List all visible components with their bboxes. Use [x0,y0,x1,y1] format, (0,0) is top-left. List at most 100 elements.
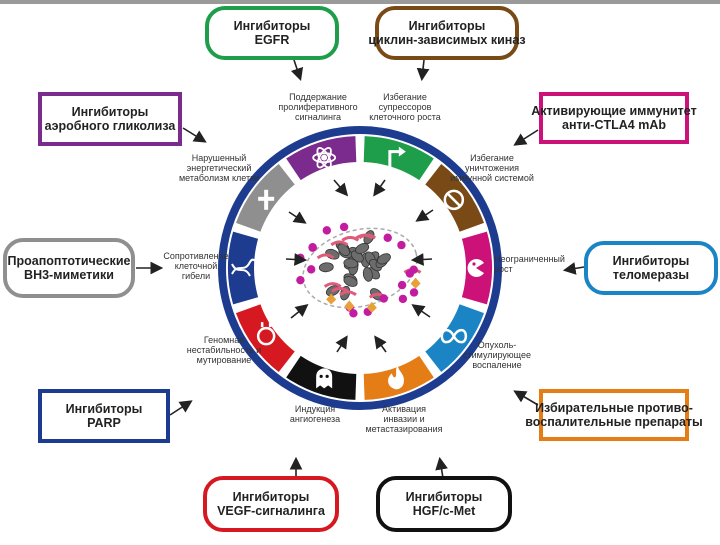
stroma-fiber [339,290,357,297]
box-frame [205,6,339,60]
tumor-cell [343,258,359,269]
fibroblast [344,300,355,312]
flame-icon [388,366,404,390]
fibroblast [366,301,377,313]
box-frame [375,6,519,60]
box-antiinflam: Избирательные противо-воспалительные пре… [525,389,703,441]
inner-arrow [288,211,307,224]
outer-ring [218,126,502,410]
fibroblast [326,293,337,305]
pointer-arrow [513,129,539,146]
box-text: Избирательные противо-воспалительные пре… [525,401,702,429]
immune-cell [409,288,419,297]
immune-cell [322,226,332,235]
inner-arrow [410,253,433,266]
stroma-fiber [323,282,342,288]
pointer-arrow [182,127,207,143]
top-strip [0,0,720,4]
stroma-fiber [341,235,360,242]
stroma-fiber [330,240,349,247]
atom-icon [312,146,337,169]
immune-cell [398,294,408,304]
immune-cell [405,269,415,278]
immune-cell [397,240,406,250]
pacman-icon [467,259,484,277]
pointer-arrow [562,262,585,275]
inner-arrow [285,253,308,266]
arrow-icon [388,146,406,168]
immune-cell [397,280,407,290]
inner-arrow [415,209,434,222]
box-frame [38,92,182,146]
ghost-icon [316,368,333,389]
inner-arrow [374,335,387,353]
pointer-arrow [290,59,304,82]
tumor-cell [362,267,373,282]
pointer-arrow [416,59,430,82]
pointer-arrow [435,456,448,479]
box-frame [539,92,689,144]
cross-icon [258,189,275,210]
stroma-fiber [331,286,349,293]
arrows-layer [136,59,585,479]
tumor-cell [377,253,391,265]
box-frame [38,389,170,443]
box-frame [3,238,135,298]
tumor-boundary [302,227,418,309]
inner-arrow [333,179,349,197]
pointer-arrow [169,400,193,416]
immune-cell [296,253,305,263]
immune-cell [379,294,388,303]
inner-arrow [290,304,309,319]
box-frame [539,389,689,441]
immune-cell [307,265,316,274]
box-frame [203,476,339,532]
tumor-cell [337,243,350,257]
inner-arrow [335,335,348,353]
tumor-cell [343,276,358,287]
inner-disc [254,162,466,374]
fibroblast [410,277,421,289]
immune-cell [308,242,317,252]
stroma-fiber [355,233,374,240]
segment-green [363,136,434,186]
inner-arrow [373,179,386,197]
tumor-cell [318,262,334,273]
immune-cell [383,233,392,242]
box-frame [584,241,718,295]
stroma-fiber [316,253,335,260]
immune-cell [296,275,305,285]
pointer-arrow [513,390,539,406]
hallmark-wheel [218,126,502,410]
no-entry-icon [443,189,465,211]
inner-arrow [411,304,431,318]
